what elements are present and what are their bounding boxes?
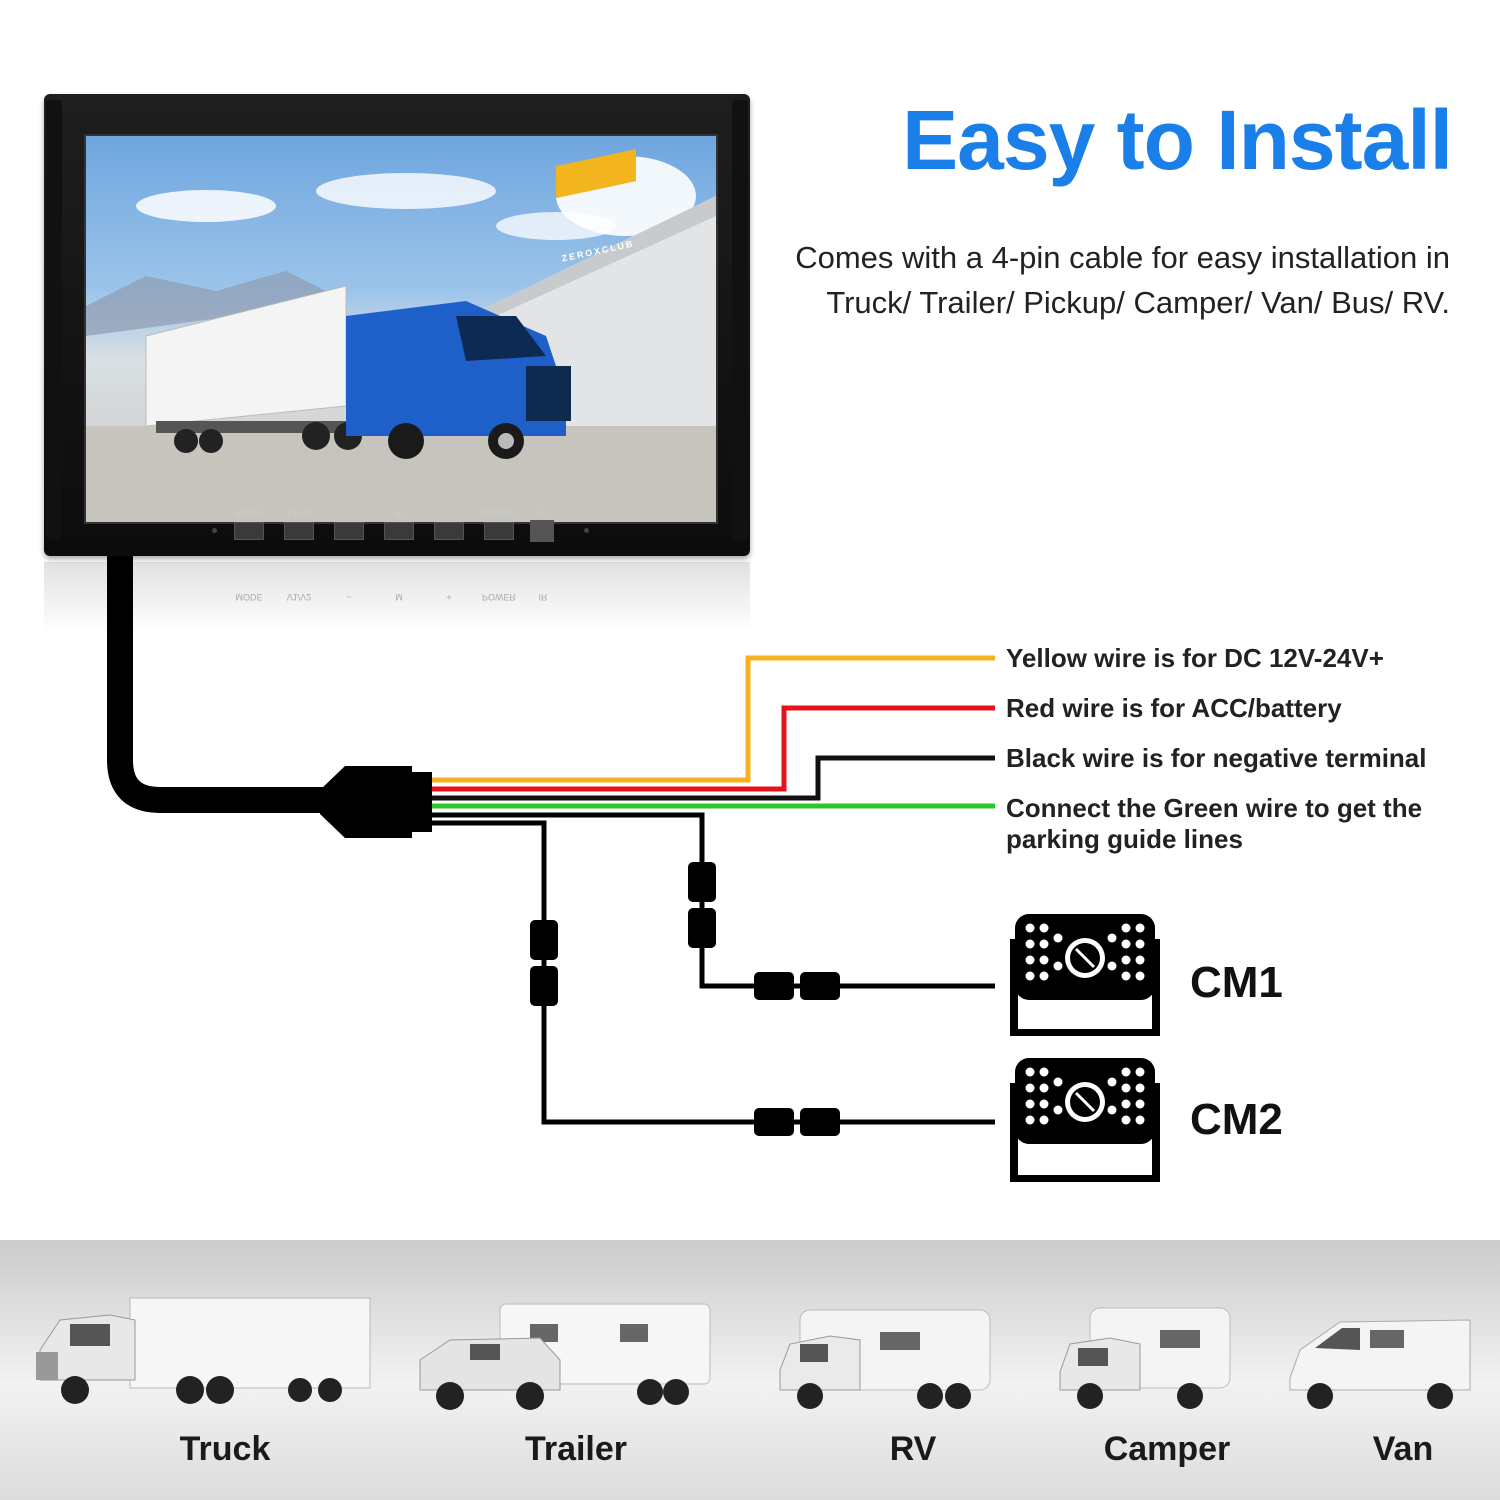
black-wire <box>432 755 995 801</box>
power-label: POWER <box>481 508 516 518</box>
monitor-screen: ZEROXCLUB <box>84 134 718 524</box>
cable-connector <box>320 766 412 838</box>
sunshade-right <box>732 100 748 540</box>
camera-1-label: CM1 <box>1190 958 1283 1007</box>
red-wire <box>432 705 995 792</box>
main-cable <box>107 556 330 813</box>
camera-1-icon <box>1010 914 1160 1036</box>
vehicle-illustrations <box>36 1297 1471 1410</box>
ir-label: IR <box>538 508 548 518</box>
camera-2-extension-plug-top <box>530 920 558 960</box>
vehicle-label-van: Van <box>1372 1430 1434 1468</box>
camera-2-label: CM2 <box>1190 1095 1283 1144</box>
plus-label: + <box>446 508 452 518</box>
camera-1-plug-right <box>800 972 840 1000</box>
yellow-wire <box>432 655 995 783</box>
monitor-reflection: MODE V1/V2 − M + POWER IR <box>44 562 750 632</box>
subtitle-line-2: Truck/ Trailer/ Pickup/ Camper/ Van/ Bus… <box>826 285 1450 320</box>
green-wire-label-line-1: Connect the Green wire to get the <box>1006 793 1423 823</box>
rv-icon <box>779 1309 991 1409</box>
mode-label: MODE <box>235 508 263 518</box>
van-icon <box>1289 1319 1471 1409</box>
menu-label: M <box>395 508 403 518</box>
vehicle-label-camper: Camper <box>1103 1430 1231 1468</box>
menu-button[interactable] <box>384 522 414 540</box>
screen-image <box>86 149 716 522</box>
plus-button[interactable] <box>434 522 464 540</box>
monitor: ZEROXCLUB MODE V1/V2 − M + POWER IR <box>44 94 750 556</box>
sunshade-left <box>46 100 62 540</box>
subtitle-line-1: Comes with a 4-pin cable for easy instal… <box>795 240 1450 275</box>
truck-icon <box>36 1297 371 1404</box>
ir-sensor <box>530 520 554 542</box>
page-title: Easy to Install <box>902 93 1453 187</box>
red-wire-label: Red wire is for ACC/battery <box>1006 693 1342 723</box>
power-button[interactable] <box>484 522 514 540</box>
indicator-led-right <box>584 528 589 533</box>
black-wire-label: Black wire is for negative terminal <box>1006 743 1427 773</box>
brand-sign-board <box>556 149 636 199</box>
vehicle-label-trailer: Trailer <box>524 1430 628 1468</box>
minus-label: − <box>346 508 352 518</box>
vehicle-label-rv: RV <box>889 1430 937 1468</box>
connector-collar <box>412 772 432 832</box>
camera-2-extension-plug-bottom <box>530 966 558 1006</box>
wiring-diagram <box>107 556 1160 1182</box>
vehicle-label-truck: Truck <box>179 1430 271 1468</box>
trailer-icon <box>419 1303 711 1410</box>
camera-1-extension-plug-bottom <box>688 908 716 948</box>
camera-2-plug-left <box>754 1108 794 1136</box>
yellow-wire-label: Yellow wire is for DC 12V-24V+ <box>1006 643 1384 673</box>
camera-2-plug-right <box>800 1108 840 1136</box>
camera-1-plug-left <box>754 972 794 1000</box>
green-wire-label-line-2: parking guide lines <box>1006 824 1243 854</box>
v1v2-button[interactable] <box>284 522 314 540</box>
camper-icon <box>1059 1307 1231 1409</box>
camera-1-extension-plug-top <box>688 862 716 902</box>
minus-button[interactable] <box>334 522 364 540</box>
mode-button[interactable] <box>234 522 264 540</box>
camera-2-icon <box>1010 1058 1160 1182</box>
v1v2-label: V1/V2 <box>286 508 312 518</box>
indicator-led-left <box>212 528 217 533</box>
